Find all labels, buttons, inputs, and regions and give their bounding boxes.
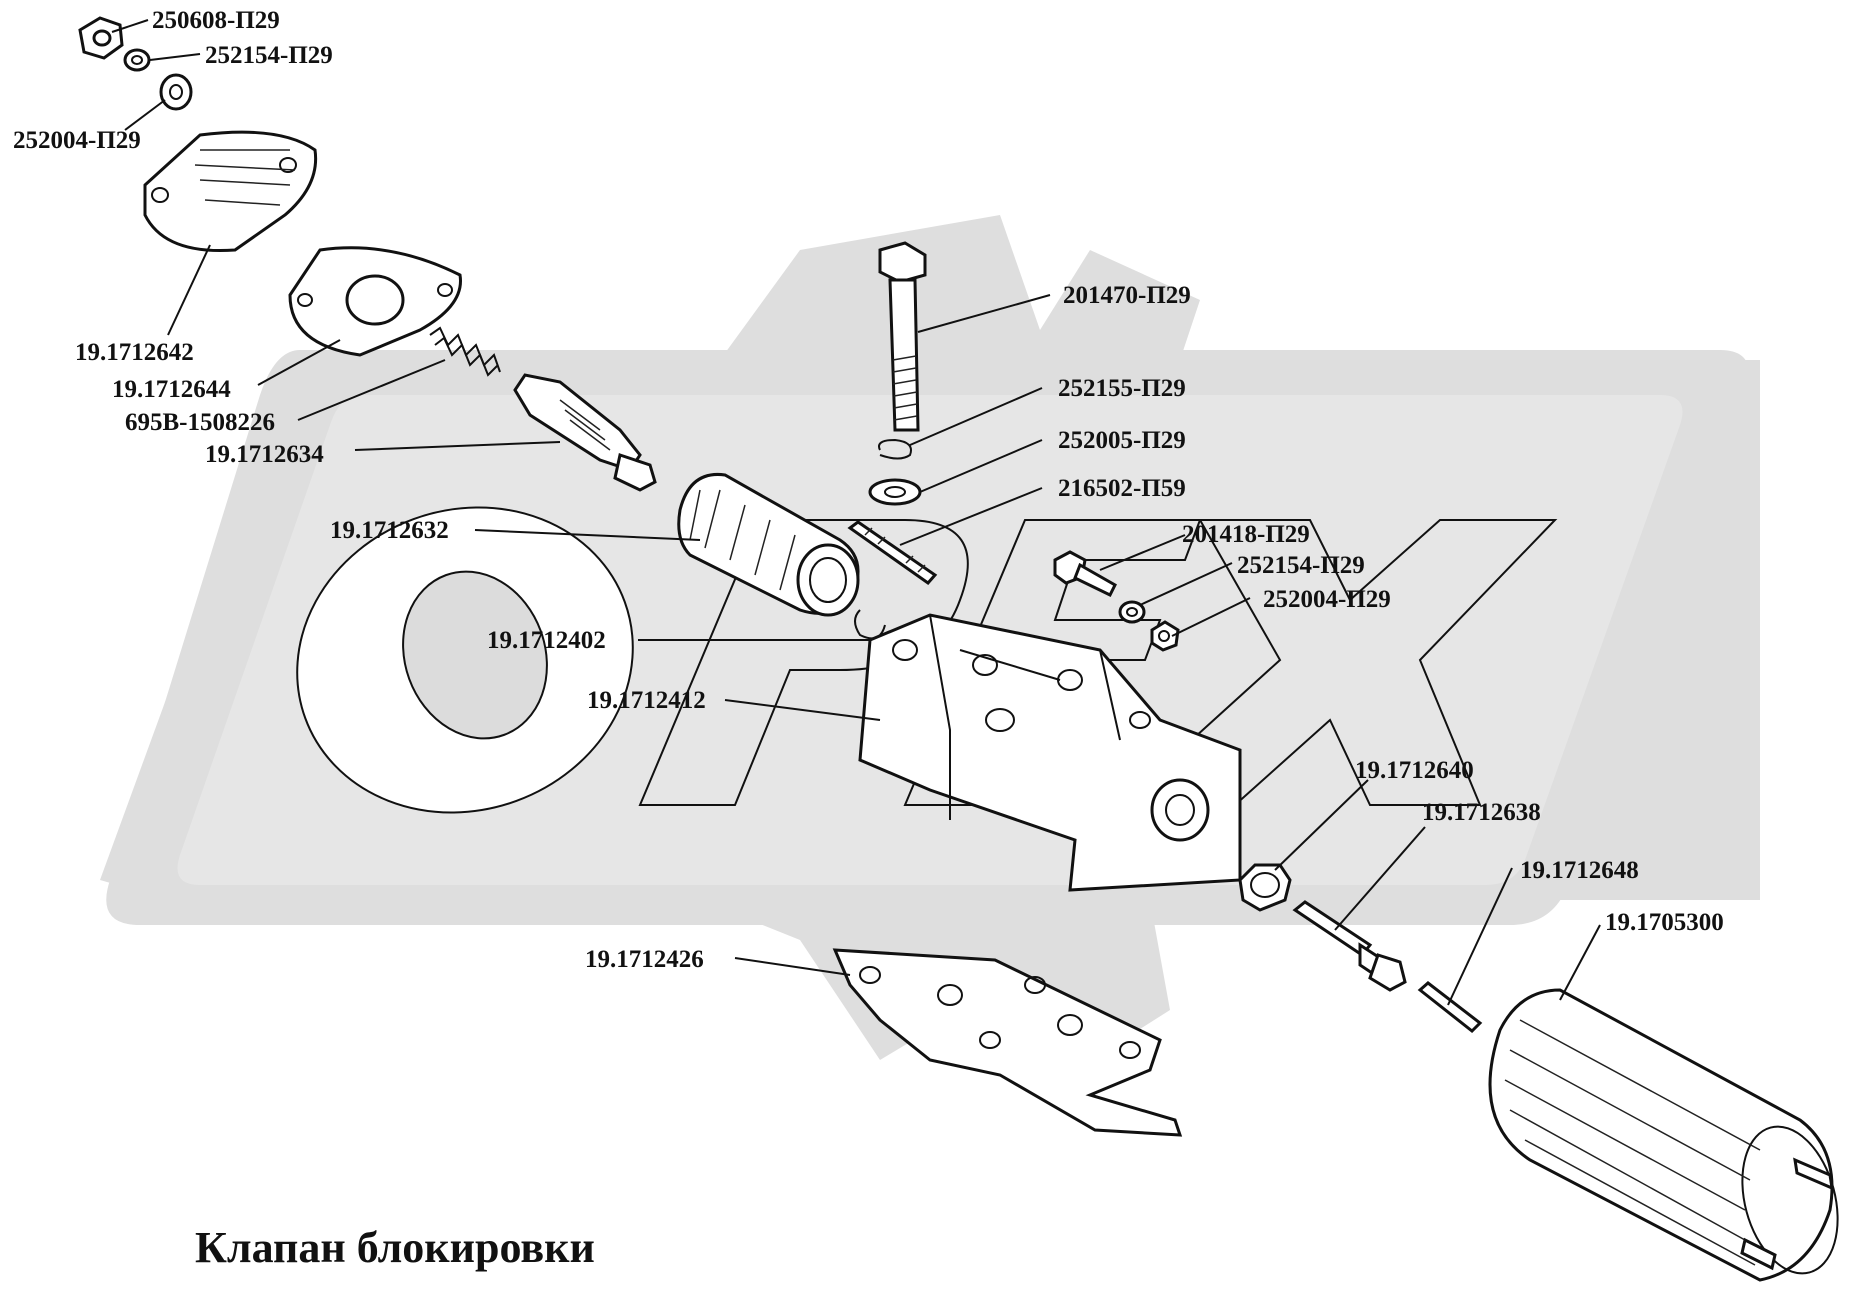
label-19-1712642: 19.1712642 [75,339,194,366]
seal-ring [1238,863,1292,912]
label-695v-1508226: 695В-1508226 [125,409,275,436]
leader-lines [111,19,1601,1006]
washer-252004-top [159,73,193,111]
cover-plate [143,130,318,253]
label-252155-p29: 252155-П29 [1058,375,1186,402]
label-252004-p29-top: 252004-П29 [13,127,141,154]
label-250608-p29: 250608-П29 [152,7,280,34]
gasket-plate [288,246,462,357]
valve-pin [1292,900,1407,992]
label-19-1712640: 19.1712640 [1355,757,1474,784]
nut-250608 [78,16,124,60]
label-19-1712412: 19.1712412 [587,687,706,714]
label-19-1705300: 19.1705300 [1605,909,1724,936]
label-201470-p29: 201470-П29 [1063,282,1191,309]
rod [1417,981,1483,1034]
label-252005-p29: 252005-П29 [1058,427,1186,454]
valve-sleeve [677,472,860,617]
label-19-1712426: 19.1712426 [585,946,704,973]
label-19-1712638: 19.1712638 [1422,799,1541,826]
label-19-1712634: 19.1712634 [205,441,324,468]
stud [847,520,938,586]
washer-252005 [868,478,922,506]
label-19-1712648: 19.1712648 [1520,857,1639,884]
watermark-logo [100,215,1760,1080]
spring-washer-252155 [878,438,912,460]
label-19-1712644: 19.1712644 [112,376,231,403]
long-bolt [878,241,927,432]
label-252154-p29-mid: 252154-П29 [1237,552,1365,579]
spring-washer-252154-top [123,48,151,72]
lower-gasket [832,948,1183,1137]
spring [429,326,501,377]
solenoid-cylinder [1488,988,1839,1282]
label-19-1712402: 19.1712402 [487,627,606,654]
label-216502-p59: 216502-П59 [1058,475,1186,502]
label-19-1712632: 19.1712632 [330,517,449,544]
small-bolt [1053,550,1117,597]
label-201418-p29: 201418-П29 [1182,521,1310,548]
spring-washer-252154-mid [1118,600,1146,624]
washer-252004-mid [1150,620,1180,652]
part-labels: 250608-П29 252154-П29 252004-П29 19.1712… [13,7,1724,973]
valve-plunger [513,373,657,492]
label-252004-p29-mid: 252004-П29 [1263,586,1391,613]
diagram-title: Клапан блокировки [195,1223,595,1272]
label-252154-p29-top: 252154-П29 [205,42,333,69]
